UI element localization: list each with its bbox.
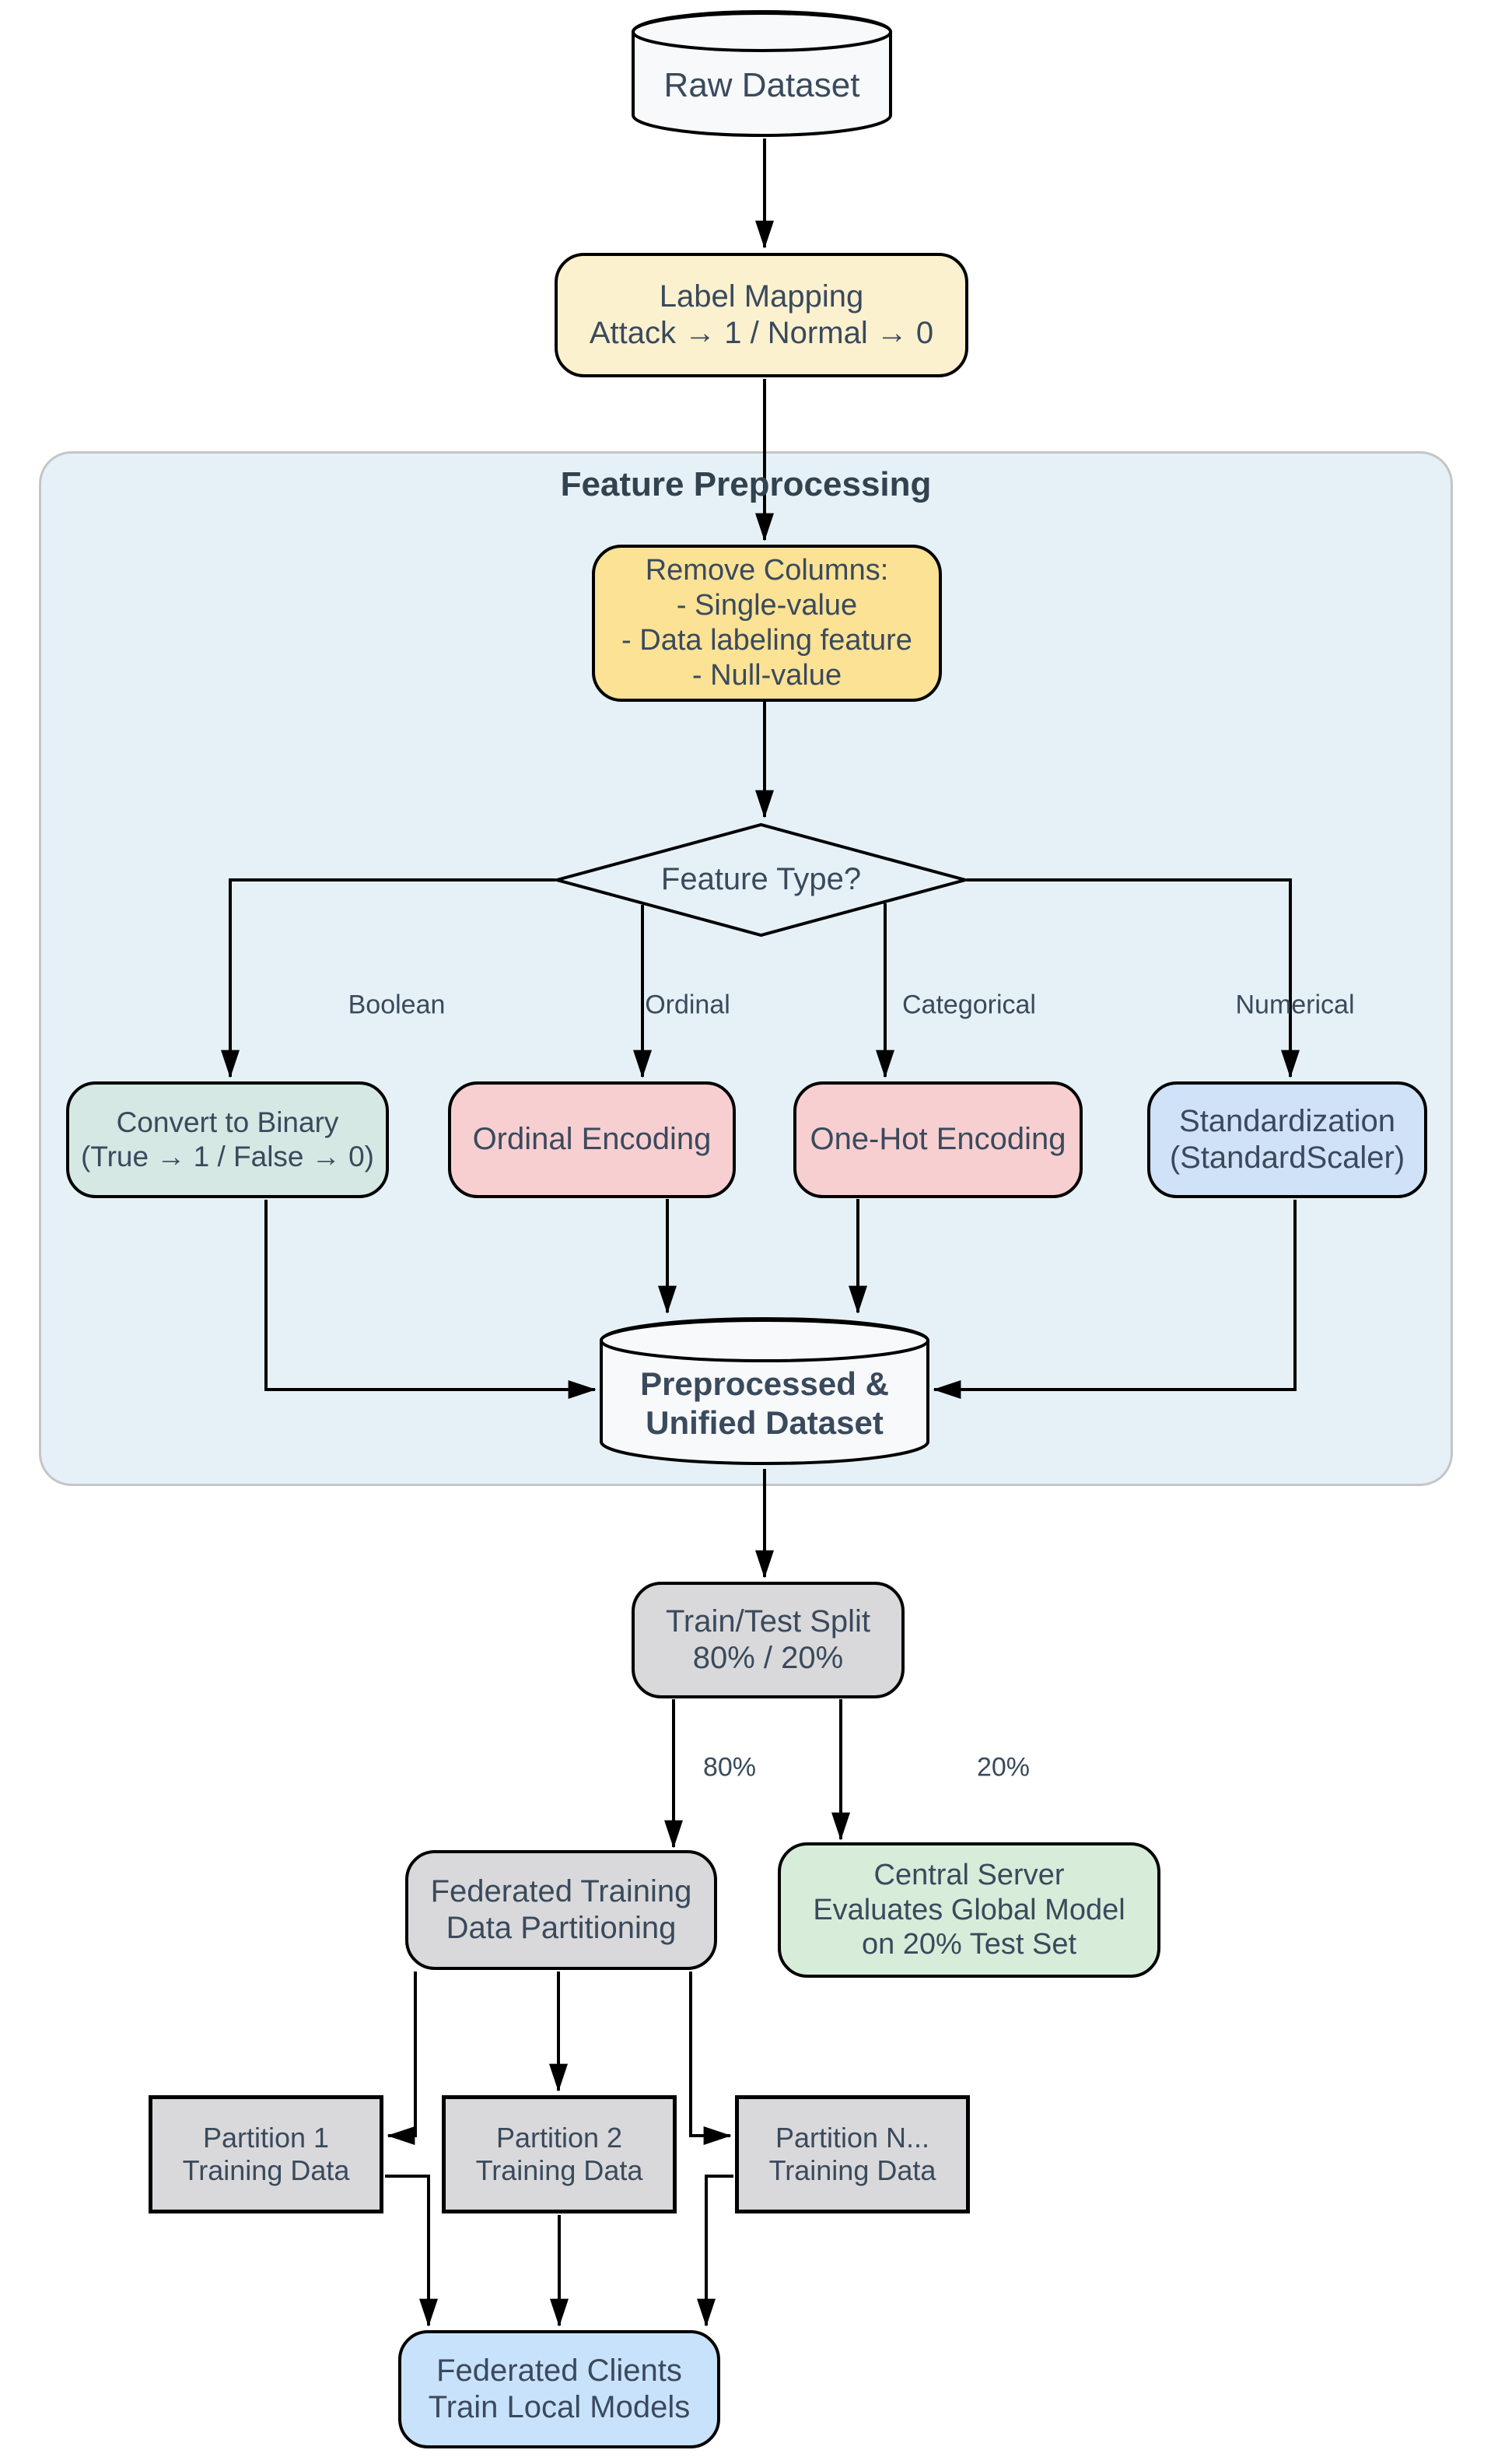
node-central-server: Central Server Evaluates Global Model on… [778, 1842, 1160, 1978]
diamond-shape [554, 822, 968, 938]
node-preprocessed-dataset: Preprocessed & Unified Dataset [600, 1317, 929, 1467]
node-label: Ordinal Encoding [472, 1122, 712, 1157]
node-label-mapping: Label Mapping Attack → 1 / Normal → 0 [555, 253, 968, 377]
group-title: Feature Preprocessing [560, 465, 932, 503]
edge-pn-to-clients [697, 2175, 733, 2327]
node-label: Federated Training Data Partitioning [430, 1873, 692, 1945]
node-label: Raw Dataset [663, 65, 860, 104]
node-partition-2: Partition 2 Training Data [442, 2095, 677, 2213]
node-onehot-encoding: One-Hot Encoding [793, 1081, 1083, 1198]
node-label: One-Hot Encoding [810, 1122, 1066, 1157]
node-raw-dataset: Raw Dataset [632, 10, 892, 138]
node-label: Standardization (StandardScaler) [1169, 1103, 1405, 1175]
edge-label-categorical: Categorical [902, 990, 1036, 1020]
node-partition-1: Partition 1 Training Data [149, 2095, 383, 2213]
edge-label-ordinal: Ordinal [645, 990, 730, 1020]
edge-label-80pct: 80% [702, 1752, 757, 1782]
node-convert-binary: Convert to Binary (True → 1 / False → 0) [66, 1081, 389, 1198]
node-label: Feature Type? [660, 862, 862, 897]
edge-label-20pct: 20% [976, 1752, 1031, 1782]
node-ordinal-encoding: Ordinal Encoding [448, 1081, 736, 1198]
node-label: Partition 2 Training Data [475, 2121, 643, 2186]
node-label: Partition N... Training Data [768, 2121, 936, 2186]
node-label: Central Server Evaluates Global Model on… [813, 1858, 1125, 1961]
node-remove-columns: Remove Columns: - Single-value - Data la… [592, 545, 942, 702]
node-partition-n: Partition N... Training Data [735, 2095, 970, 2213]
node-label: Label Mapping Attack → 1 / Normal → 0 [589, 279, 934, 350]
node-label: Federated Clients Train Local Models [428, 2353, 691, 2424]
node-fed-partitioning: Federated Training Data Partitioning [405, 1850, 717, 1970]
node-label: Partition 1 Training Data [182, 2121, 350, 2186]
cylinder-shape [632, 10, 892, 137]
edge-label-numerical: Numerical [1235, 990, 1355, 1020]
node-train-test-split: Train/Test Split 80% / 20% [632, 1582, 905, 1698]
node-label: Remove Columns: - Single-value - Data la… [621, 554, 912, 692]
edge-label-boolean: Boolean [348, 990, 446, 1020]
cylinder-shape [600, 1317, 929, 1465]
node-standardization: Standardization (StandardScaler) [1147, 1081, 1427, 1198]
node-fed-clients: Federated Clients Train Local Models [398, 2330, 720, 2448]
node-label: Train/Test Split 80% / 20% [665, 1604, 871, 1675]
node-feature-type: Feature Type? [554, 822, 968, 938]
edge-fed-to-p1 [387, 1972, 417, 2145]
node-label: Convert to Binary (True → 1 / False → 0) [81, 1106, 374, 1172]
edge-p1-to-clients [385, 2175, 438, 2327]
node-label: Preprocessed & Unified Dataset [640, 1365, 889, 1441]
edge-fed-to-pn [689, 1972, 732, 2145]
